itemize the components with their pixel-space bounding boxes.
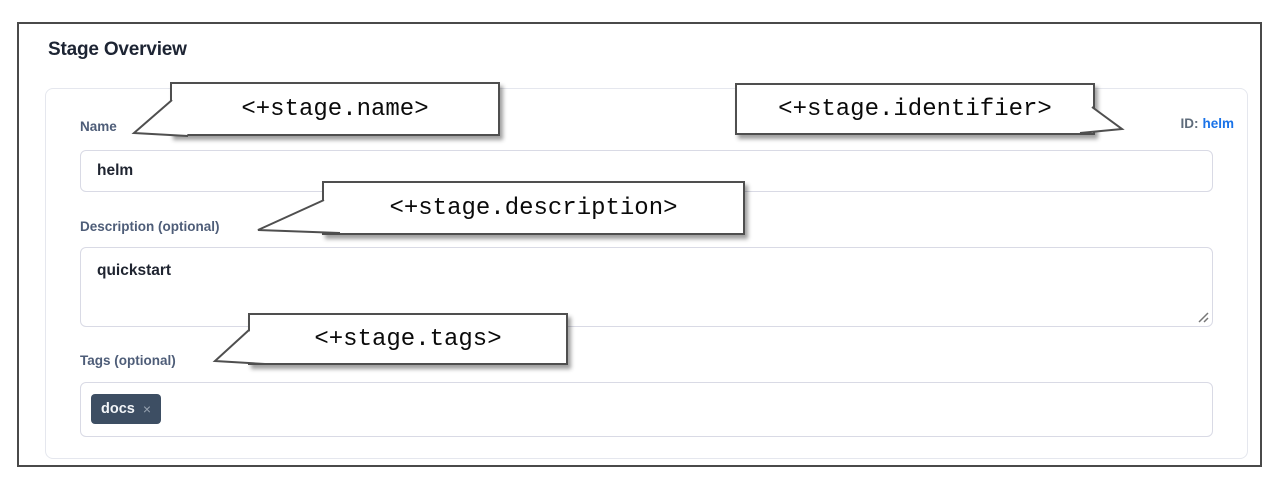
annotation-stage-name-text: <+stage.name> [241, 95, 429, 123]
annotation-stage-identifier: <+stage.identifier> [735, 83, 1095, 135]
annotation-stage-tags-text: <+stage.tags> [314, 325, 502, 353]
id-label: ID: [1180, 116, 1199, 131]
description-textarea[interactable]: quickstart [80, 247, 1213, 327]
tags-label: Tags (optional) [80, 353, 176, 368]
annotation-stage-description-text: <+stage.description> [389, 194, 678, 222]
annotation-stage-identifier-text: <+stage.identifier> [778, 95, 1052, 123]
id-value: helm [1202, 116, 1234, 131]
annotation-stage-name-tail [131, 99, 189, 137]
textarea-resize-handle-icon[interactable] [1197, 311, 1210, 324]
annotation-stage-description-tail [257, 199, 341, 234]
name-label: Name [80, 119, 117, 134]
tag-chip-label: docs [101, 401, 135, 417]
description-label: Description (optional) [80, 219, 220, 234]
annotation-stage-tags: <+stage.tags> [248, 313, 568, 365]
remove-tag-icon[interactable]: × [142, 401, 152, 417]
page-title: Stage Overview [48, 39, 187, 60]
stage-id: ID:helm [1180, 116, 1234, 131]
annotation-stage-identifier-tail [1079, 106, 1125, 134]
tag-chip: docs × [91, 394, 162, 424]
tags-input[interactable]: docs × [80, 382, 1213, 437]
annotation-stage-tags-tail [212, 329, 266, 365]
annotation-stage-name: <+stage.name> [170, 82, 500, 136]
annotation-stage-description: <+stage.description> [322, 181, 745, 235]
